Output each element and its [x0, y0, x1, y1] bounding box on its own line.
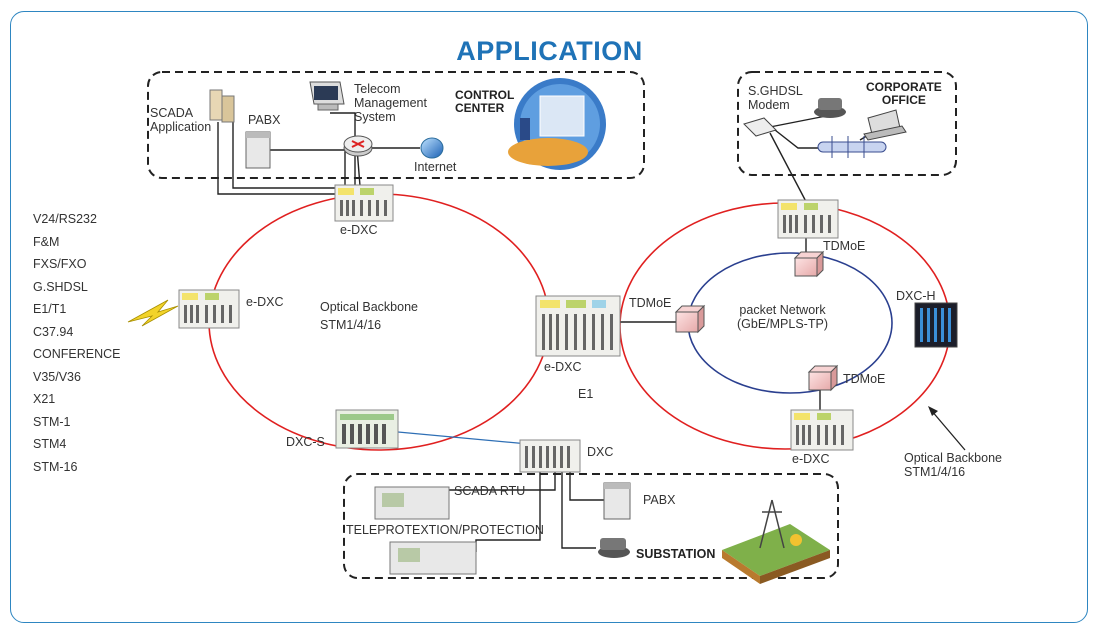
page-title: APPLICATION: [456, 36, 643, 66]
substation-title: SUBSTATION: [636, 547, 716, 561]
modem-icon: [743, 117, 777, 137]
corporate-office-box: [737, 71, 957, 176]
left-ring-label: Optical Backbone STM1/4/16: [320, 300, 418, 332]
teleprotection-label: TELEPROTEXTION/PROTECTION: [346, 523, 544, 537]
tdmoe-top-label: TDMoE: [823, 239, 866, 253]
e-dxc-center-device: [535, 295, 621, 357]
scada-rtu-label: SCADA RTU: [454, 484, 526, 498]
pabx-label-substation: PABX: [643, 493, 676, 507]
protocol-item: G.SHDSL: [33, 279, 88, 294]
protocol-item: V35/V36: [33, 369, 81, 384]
scada-rtu-icon: [374, 486, 450, 520]
dxc-label: DXC: [587, 445, 614, 459]
protection-relay-icon: [389, 541, 477, 575]
substation-links: [447, 470, 604, 552]
pabx-icon-substation: [603, 482, 631, 520]
e-dxc-top-label: e-DXC: [340, 223, 378, 237]
e-dxc-right-top-device: [777, 199, 839, 239]
e-dxc-left-device: [178, 289, 240, 329]
control-center-title: CONTROL CENTER: [455, 88, 515, 116]
e1-label: E1: [578, 387, 594, 401]
protocol-item: V24/RS232: [33, 212, 97, 226]
e-dxc-right-bottom-label: e-DXC: [792, 452, 830, 466]
phone-icon-corporate: [814, 98, 846, 118]
packet-network-label: packet Network (GbE/MPLS-TP): [737, 303, 828, 331]
protocol-item: C37.94: [33, 324, 74, 339]
lightning-icon: [127, 299, 179, 327]
protocol-list: V24/RS232 F&M FXS/FXO G.SHDSL E1/T1 C37.…: [33, 208, 121, 478]
diagram-frame: [10, 11, 1088, 623]
modem-label: S.GHDSL Modem: [748, 84, 803, 112]
protocol-item: FXS/FXO: [33, 257, 87, 271]
dxc-h-label: DXC-H: [896, 289, 936, 303]
scada-server-icon: [209, 89, 235, 123]
dxc-s-device: [335, 409, 399, 449]
e-dxc-left-label: e-DXC: [246, 295, 284, 309]
e-dxc-right-bottom-device: [790, 409, 854, 451]
laptop-icon: [863, 109, 907, 141]
tdmoe-cube-top: [793, 250, 825, 278]
backbone-arrow: [930, 409, 966, 451]
right-backbone-label: Optical Backbone STM1/4/16: [904, 451, 1002, 479]
pabx-icon-control: [245, 131, 271, 169]
tdmoe-left-label: TDMoE: [629, 296, 672, 310]
tdmoe-cube-bottom: [807, 364, 839, 392]
control-center-image: [508, 78, 606, 170]
lan-bus-icon: [817, 136, 887, 158]
protocol-item: E1/T1: [33, 302, 67, 316]
internet-icon: [420, 137, 444, 159]
protocol-item: CONFERENCE: [33, 347, 121, 361]
dxc-s-label: DXC-S: [286, 435, 325, 449]
protocol-item: F&M: [33, 234, 60, 249]
protocol-item: STM-1: [33, 414, 71, 429]
phone-icon-substation: [598, 538, 630, 558]
protocol-item: STM4: [33, 437, 67, 451]
substation-image: [722, 499, 830, 584]
monitor-icon: [309, 81, 345, 111]
protocol-item: X21: [33, 392, 56, 406]
pabx-label-control: PABX: [248, 113, 281, 127]
router-icon: [343, 135, 373, 157]
telecom-management-label: Telecom Management System: [354, 82, 427, 124]
tdmoe-bottom-label: TDMoE: [843, 372, 886, 386]
e-dxc-center-label: e-DXC: [544, 360, 582, 374]
scada-application-label: SCADA Application: [150, 106, 212, 134]
dxc-h-device: [914, 302, 958, 348]
dxc-device: [519, 439, 581, 473]
protocol-item: STM-16: [33, 459, 78, 474]
internet-label: Internet: [414, 160, 457, 174]
tdmoe-cube-left: [674, 304, 706, 334]
corporate-links: [769, 115, 881, 214]
substation-box: [343, 473, 839, 579]
e-dxc-top-device: [334, 184, 394, 222]
corporate-office-title: CORPORATE OFFICE: [866, 80, 942, 108]
control-center-box: [147, 71, 645, 179]
